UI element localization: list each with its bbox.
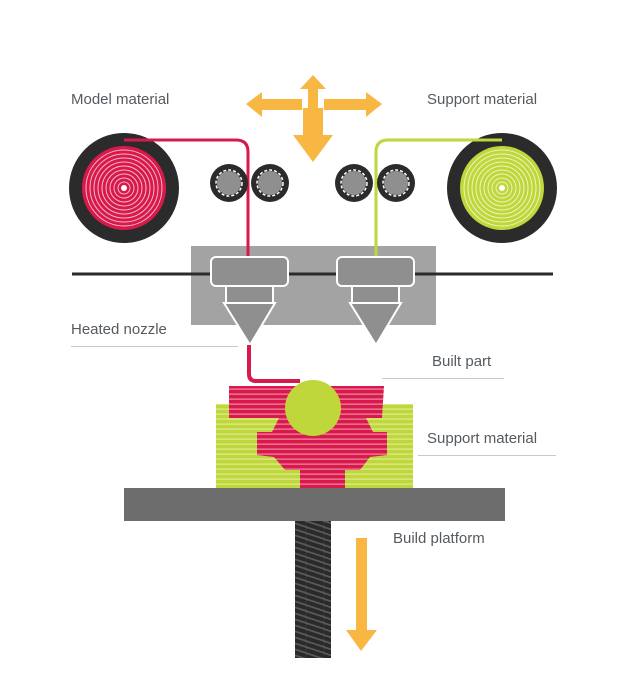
built-part-rule	[382, 378, 504, 379]
model-filament	[124, 138, 250, 262]
drive-gears-right	[335, 164, 415, 202]
build-platform-plate	[124, 488, 505, 521]
support-material-spool	[447, 133, 557, 243]
lead-screw	[295, 521, 331, 658]
extruded-strand	[247, 345, 300, 383]
model-nozzle	[210, 256, 289, 347]
xyz-motion-arrows-icon	[246, 75, 382, 162]
drive-gears-left	[210, 164, 289, 202]
support-filament	[374, 138, 502, 262]
support-material-side-label: Support material	[427, 430, 538, 447]
support-nozzle	[336, 256, 415, 347]
heated-nozzle-label: Heated nozzle	[71, 321, 167, 338]
built-part-label: Built part	[432, 353, 492, 370]
support-material-rule	[418, 455, 556, 456]
support-material-top-label: Support material	[427, 91, 538, 108]
built-part-gear	[229, 380, 387, 488]
build-platform-label: Build platform	[393, 530, 485, 547]
heated-nozzle-rule	[71, 346, 238, 347]
down-arrow-icon	[346, 538, 377, 651]
model-material-spool	[69, 133, 179, 243]
model-material-label: Model material	[71, 91, 170, 108]
